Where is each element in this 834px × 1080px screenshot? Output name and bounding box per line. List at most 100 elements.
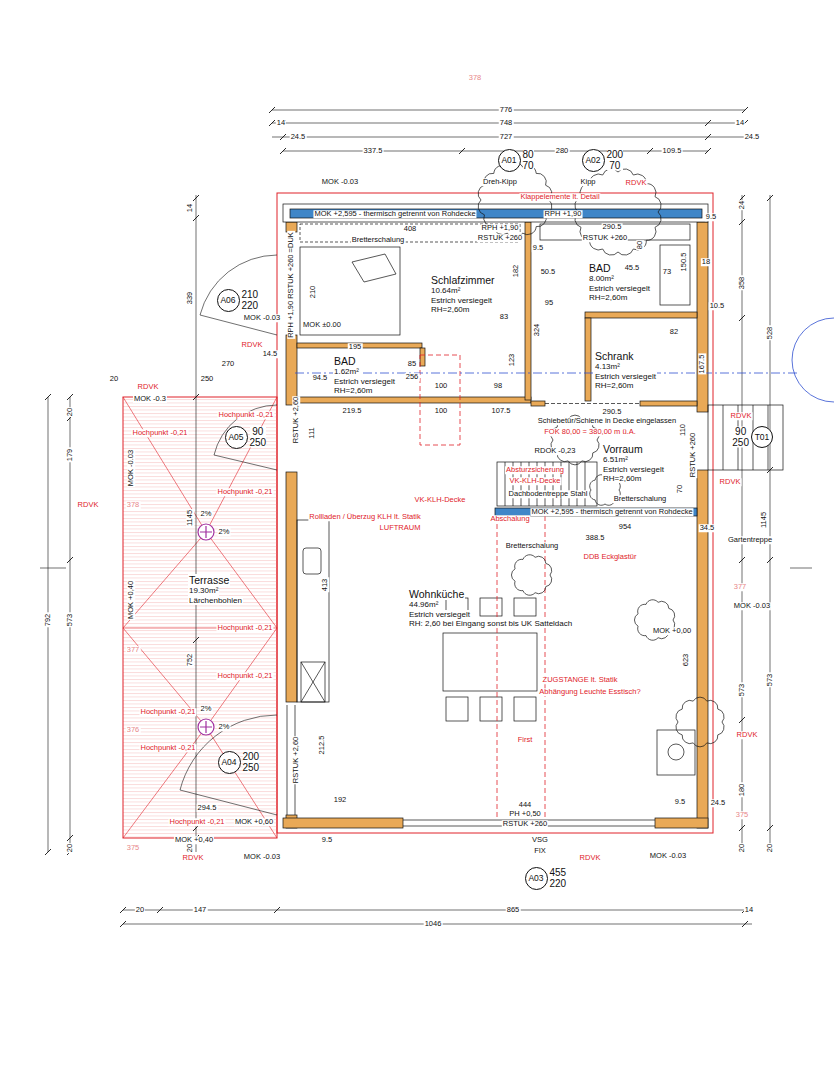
dimension-number: 792 <box>44 613 52 628</box>
wall-timber <box>531 401 545 406</box>
dimension-number: 111 <box>308 426 316 439</box>
furniture <box>443 633 537 691</box>
furniture <box>657 730 695 775</box>
dimension-lines <box>40 568 66 569</box>
plan-annotation: MOK +0,40 <box>174 836 214 844</box>
plan-annotation: 2% <box>218 528 231 536</box>
dimension-tick <box>120 921 126 927</box>
terrace-drainage-lines <box>123 397 277 838</box>
dimension-number: 250 <box>200 375 215 383</box>
dimension-number: 167.5 <box>698 354 706 375</box>
dashed-outline <box>420 355 460 445</box>
dimension-tick <box>280 148 286 154</box>
dimension-number: 573 <box>738 683 746 698</box>
dimension-tick <box>120 907 126 913</box>
plan-annotation: 375 <box>126 844 141 852</box>
dimension-number: 219.5 <box>342 407 363 415</box>
dimension-number: 20 <box>186 843 194 853</box>
plan-annotation: Hochpunkt -0,21 <box>139 744 196 752</box>
door-tag-id: A03 <box>528 873 543 883</box>
furniture <box>480 598 502 616</box>
dimension-number: 20 <box>135 906 145 914</box>
dimension-number: 865 <box>506 906 521 914</box>
dimension-number: 14 <box>735 119 745 127</box>
room-info: 4.13m² <box>594 362 621 371</box>
dimension-tick <box>193 215 199 221</box>
plan-annotation: MOK +0,40 <box>127 580 135 620</box>
plan-annotation: Bretterschalung <box>351 236 406 244</box>
door-tag: A02200 70 <box>582 149 605 172</box>
plan-annotation: Dreh-Kipp <box>482 178 518 186</box>
plan-annotation: First <box>517 736 534 744</box>
plan-annotation: 377 <box>126 646 141 654</box>
dimension-number: 34.5 <box>699 524 716 532</box>
dimension-number: 20 <box>109 375 119 383</box>
dimension-number: 100 <box>434 407 449 415</box>
dimension-tick <box>45 394 51 400</box>
plan-annotation: RSTUK +260 <box>477 234 523 242</box>
dashed-outline <box>497 516 498 818</box>
furniture <box>301 662 325 702</box>
tree-symbol <box>478 162 724 746</box>
room-info: 44.96m² <box>408 600 439 609</box>
room-name: BAD <box>588 262 612 274</box>
section-line <box>295 373 800 374</box>
dimension-number: 100 <box>434 382 449 390</box>
dimension-number: 339 <box>186 291 194 306</box>
dimension-number: 9.5 <box>705 213 717 221</box>
glazing-and-sliding-door <box>287 705 288 815</box>
floor-drain <box>198 524 214 735</box>
dimension-lines <box>790 568 812 569</box>
dimension-number: 110 <box>679 423 687 437</box>
door-tag-id: A04 <box>221 757 236 767</box>
dimension-number: 45.5 <box>624 264 641 272</box>
dimension-number: 14.5 <box>262 350 279 358</box>
dimension-tick <box>739 717 745 723</box>
wall-timber <box>283 222 708 828</box>
dimension-number: 573 <box>66 613 74 628</box>
plan-annotation: VK-KLH-Decke <box>509 477 562 485</box>
property-boundary <box>123 397 277 838</box>
wall-timber <box>286 472 297 702</box>
dimension-lines <box>770 195 771 852</box>
plan-annotation: Hochpunkt -0,21 <box>216 672 273 680</box>
dimension-number: 337.5 <box>363 147 384 155</box>
room-info: RH=2,60m <box>594 381 634 390</box>
door-size: 200 70 <box>607 150 624 171</box>
door-size: 210 220 <box>242 290 259 311</box>
plan-annotation: Kipp <box>579 178 596 186</box>
plan-annotation: 378 <box>126 501 141 509</box>
room-label: Terrasse19.30m²Lärchenbohlen <box>188 574 243 605</box>
dimension-number: 14 <box>276 119 286 127</box>
furniture <box>303 548 321 574</box>
plan-annotation: MOK -0.03 <box>649 852 687 860</box>
wall-timber <box>640 401 697 406</box>
room-label: BAD1.62m²Estrich versiegeltRH=2,60m <box>333 355 396 395</box>
plan-annotation: RSTUK +2,60 <box>292 736 300 784</box>
dimension-lines <box>196 195 197 852</box>
terrace-drainage-lines <box>123 397 277 838</box>
room-name: Wohnküche <box>408 588 465 600</box>
furniture <box>297 520 329 702</box>
room-label: BAD8.00m²Estrich versiegeltRH=2,60m <box>588 262 651 302</box>
dimension-number: 82 <box>669 328 679 336</box>
plan-annotation: FOK 80,00 = 380,00 m ü.A. <box>543 428 637 436</box>
plan-annotation: ZUGSTANGE lt. Statik <box>542 676 619 684</box>
plan-annotation: Bretterschalung <box>613 495 668 503</box>
furniture <box>708 405 783 470</box>
dimension-number: 20 <box>66 407 74 417</box>
dimension-tick <box>157 907 163 913</box>
dimension-tick <box>705 134 711 140</box>
dimension-number: 528 <box>766 326 774 341</box>
dimension-number: 1145 <box>760 511 768 529</box>
dimension-number: 150.5 <box>680 252 688 273</box>
dimension-number: 752 <box>186 653 194 668</box>
plan-annotation: Bretterschalung <box>505 542 560 550</box>
furniture <box>514 697 536 721</box>
dimension-number: 107.5 <box>491 407 512 415</box>
wall-timber <box>655 818 708 828</box>
wall-timber <box>286 335 297 405</box>
dimension-lines <box>283 151 708 152</box>
dimension-number: 20 <box>766 843 774 853</box>
